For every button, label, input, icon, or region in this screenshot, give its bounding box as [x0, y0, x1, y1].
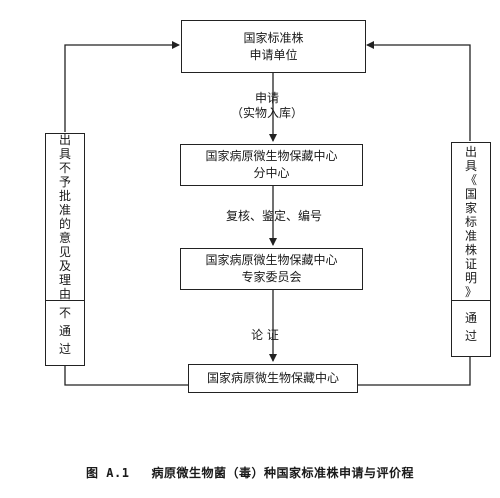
figure-title: 病原微生物菌（毒）种国家标准株申请与评价程: [151, 466, 414, 480]
vertical-char: 及: [58, 259, 71, 273]
center-box: 国家病原微生物保藏中心: [188, 364, 358, 393]
figure-number: 图 A.1: [86, 466, 130, 480]
vertical-char: 过: [464, 328, 477, 343]
pass-box: 通过: [451, 300, 491, 357]
vertical-char: 出: [464, 144, 477, 159]
applicant-box: 国家标准株 申请单位: [181, 20, 366, 73]
applicant-line-2: 申请单位: [249, 47, 298, 62]
vertical-char: 的: [58, 217, 71, 231]
figure-caption: 图 A.1 病原微生物菌（毒）种国家标准株申请与评价程: [0, 464, 500, 481]
vertical-char: 具: [464, 158, 477, 173]
vertical-char: 明: [464, 270, 477, 285]
apply-label-line-2: （实物入库）: [230, 106, 303, 120]
certificate-box: 出具《国家标准株证明》: [451, 142, 491, 301]
left-feedback-top: [64, 41, 180, 132]
vertical-char: 》: [464, 284, 477, 299]
vertical-char: 出: [58, 133, 71, 147]
vertical-char: 株: [464, 242, 477, 257]
reject-reason-text: 出具不予批准的意见及理由: [58, 133, 72, 301]
vertical-char: 具: [58, 147, 71, 161]
argue-label: 论 证: [251, 328, 279, 342]
vertical-char: 过: [58, 342, 71, 356]
vertical-char: 由: [58, 287, 71, 301]
fail-text: 不通过: [58, 306, 72, 360]
committee-line-2: 专家委员会: [241, 270, 302, 284]
vertical-char: 予: [58, 175, 71, 189]
applicant-line-1: 国家标准株: [243, 30, 304, 45]
fail-box: 不通过: [45, 300, 85, 366]
vertical-char: 见: [58, 245, 71, 259]
vertical-char: 《: [464, 172, 477, 187]
vertical-char: 标: [464, 214, 477, 229]
committee-line-1: 国家病原微生物保藏中心: [205, 253, 338, 267]
reject-reason-box: 出具不予批准的意见及理由: [45, 133, 85, 301]
pass-text: 通过: [464, 311, 478, 347]
center-line-1: 国家病原微生物保藏中心: [206, 371, 339, 385]
right-feedback-top: [366, 41, 471, 141]
committee-box: 国家病原微生物保藏中心 专家委员会: [180, 248, 363, 290]
vertical-char: 不: [58, 161, 71, 175]
apply-label-line-1: 申请: [254, 91, 279, 105]
review-label: 复核、鉴定、编号: [225, 209, 322, 223]
vertical-char: 理: [58, 273, 71, 287]
certificate-text: 出具《国家标准株证明》: [464, 145, 478, 299]
subcenter-line-2: 分中心: [253, 166, 290, 180]
vertical-char: 证: [464, 256, 477, 271]
vertical-char: 通: [464, 310, 477, 325]
vertical-char: 批: [58, 189, 71, 203]
subcenter-box: 国家病原微生物保藏中心 分中心: [180, 144, 363, 186]
right-feedback-bottom: [358, 356, 471, 386]
subcenter-line-1: 国家病原微生物保藏中心: [205, 149, 338, 163]
left-feedback-bottom: [64, 366, 188, 386]
apply-label: 申请 （实物入库）: [224, 91, 310, 121]
vertical-char: 意: [58, 231, 71, 245]
vertical-char: 准: [464, 228, 477, 243]
vertical-char: 国: [464, 186, 477, 201]
vertical-char: 准: [58, 203, 71, 217]
vertical-char: 家: [464, 200, 477, 215]
vertical-char: 通: [58, 324, 71, 338]
vertical-char: 不: [58, 306, 71, 320]
